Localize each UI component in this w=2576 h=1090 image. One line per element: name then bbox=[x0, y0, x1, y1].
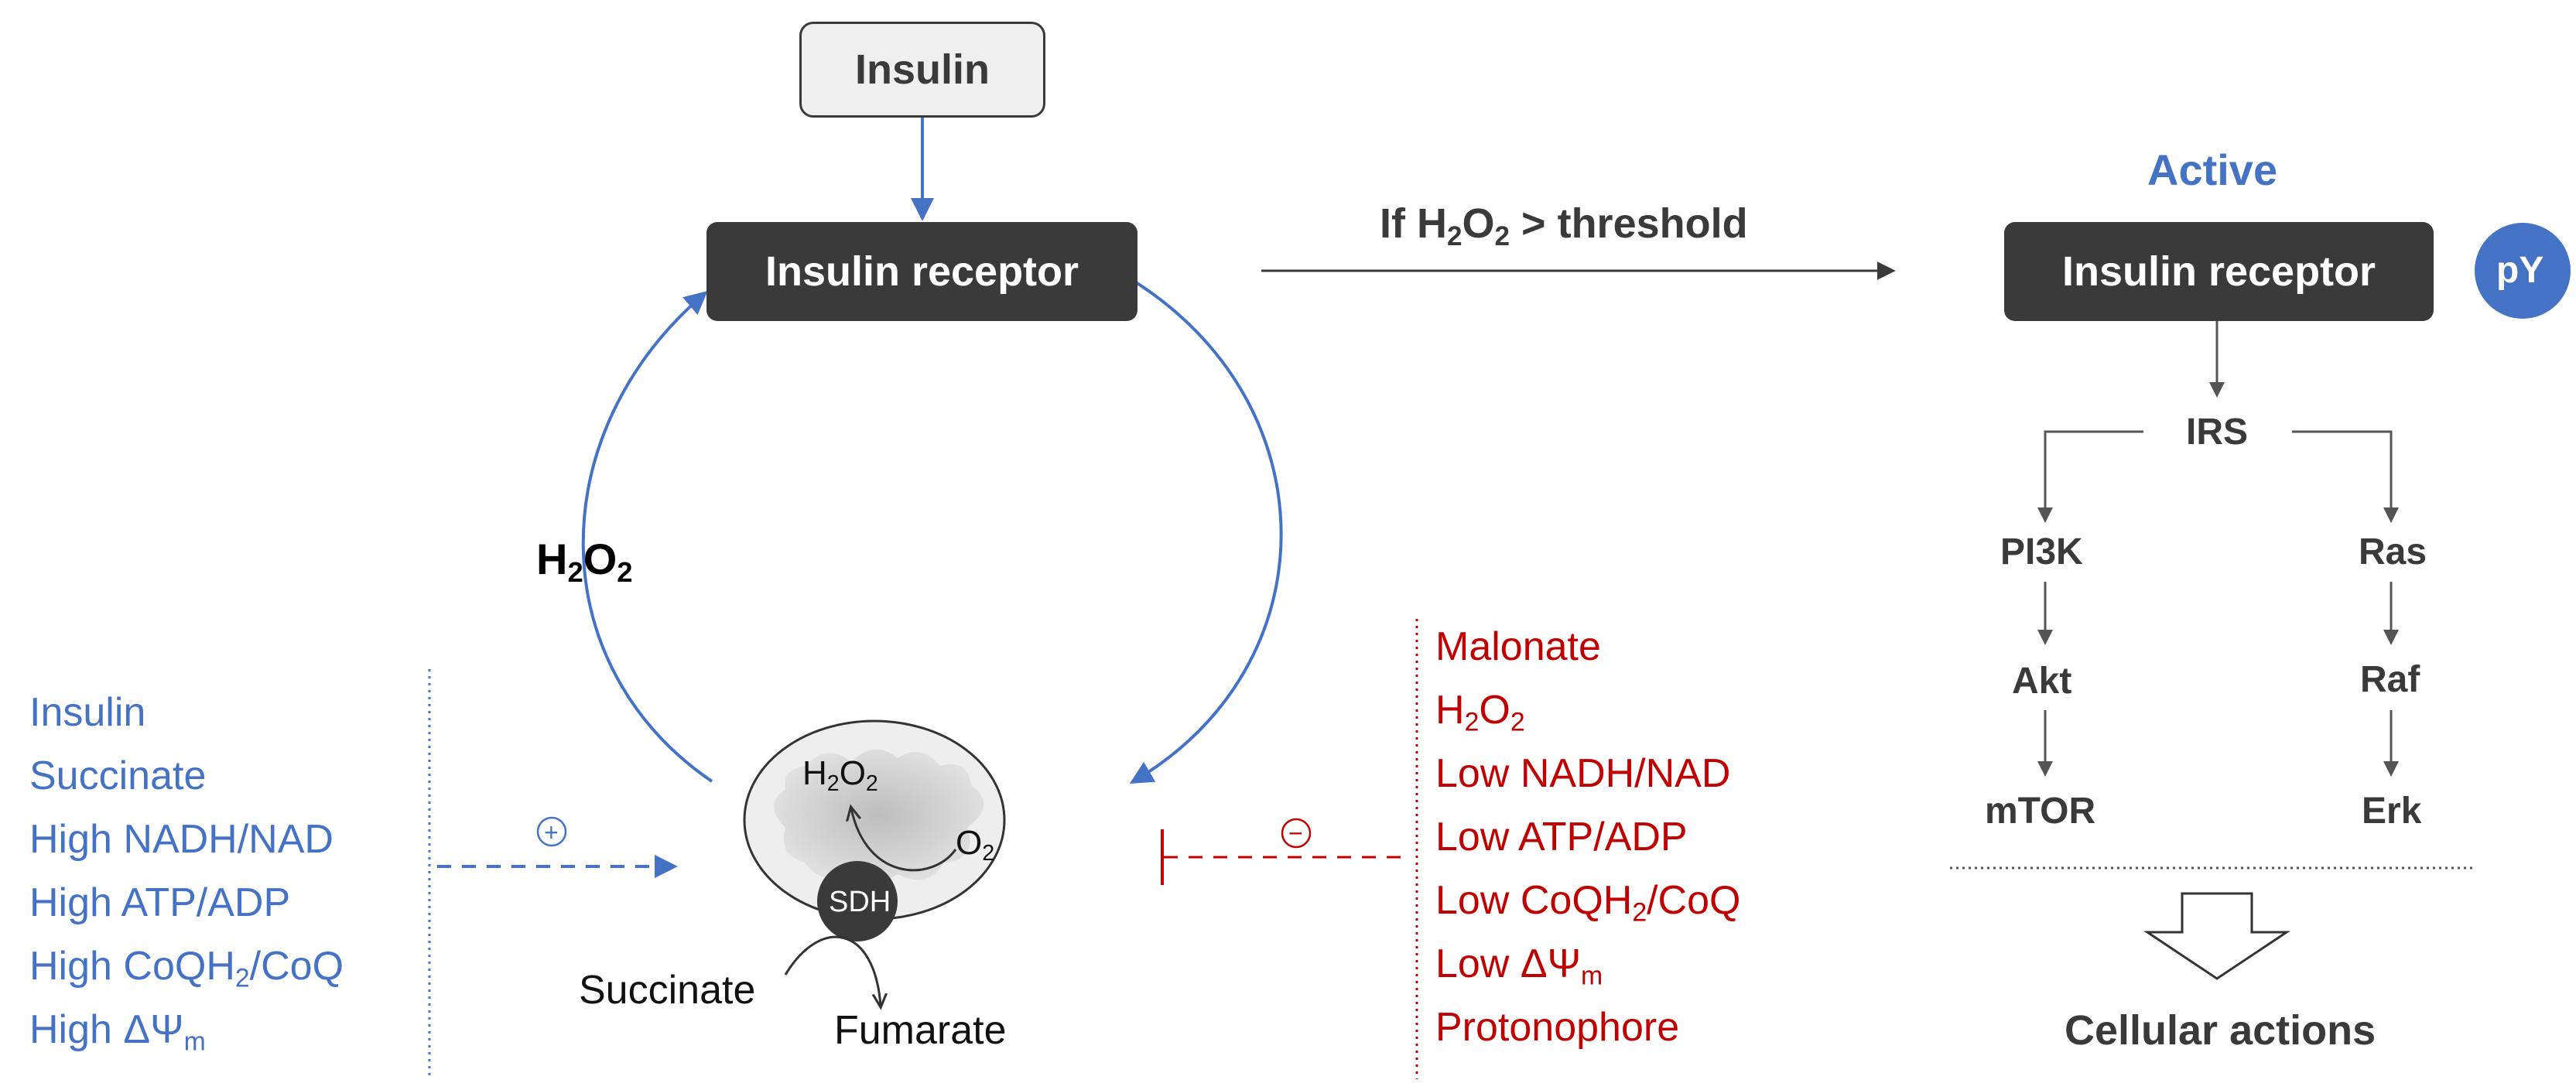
pi3k-label: PI3K bbox=[2000, 531, 2083, 572]
loop-arrow-left bbox=[581, 291, 713, 783]
activator-item: Succinate bbox=[29, 753, 207, 798]
plus-circle bbox=[536, 816, 567, 847]
loop-arrow-right bbox=[1128, 277, 1283, 784]
activator-item: High ΔΨm bbox=[29, 1007, 206, 1057]
irs-label: IRS bbox=[2186, 412, 2249, 453]
akt-label: Akt bbox=[2012, 661, 2072, 702]
plus-sign: + bbox=[544, 818, 559, 846]
insulin-box: Insulin bbox=[799, 22, 1045, 118]
irs-to-ras-arrow bbox=[2292, 430, 2399, 523]
activators-list: Insulin Succinate High NADH/NAD High ATP… bbox=[29, 681, 344, 1061]
inhibitors-list: Malonate H2O2 Low NADH/NAD Low ATP/ADP L… bbox=[1435, 615, 1740, 1059]
insulin-receptor-right-label: Insulin receptor bbox=[2061, 248, 2376, 295]
inhibitor-item: Protonophore bbox=[1435, 1005, 1680, 1050]
o2-to-h2o2-arrow bbox=[851, 808, 957, 872]
succinate-label: Succinate bbox=[579, 968, 756, 1013]
cellular-actions-label: Cellular actions bbox=[2065, 1007, 2376, 1054]
insulin-receptor-left-label: Insulin receptor bbox=[765, 248, 1079, 295]
insulin-box-label: Insulin bbox=[855, 46, 990, 93]
succinate-to-fumarate-arrow bbox=[784, 935, 881, 1006]
activator-item: Insulin bbox=[29, 690, 146, 735]
minus-sign: − bbox=[1288, 819, 1303, 847]
activator-item: High CoQH2/CoQ bbox=[29, 944, 344, 993]
ras-label: Ras bbox=[2359, 531, 2427, 572]
threshold-label: If H2O2 > threshold bbox=[1380, 200, 1748, 251]
fumarate-label: Fumarate bbox=[834, 1008, 1007, 1053]
mitochondrion-cristae bbox=[774, 749, 984, 882]
insulin-receptor-left: Insulin receptor bbox=[706, 222, 1137, 321]
inhibitor-item: Low CoQH2/CoQ bbox=[1435, 878, 1741, 928]
erk-label: Erk bbox=[2362, 791, 2422, 832]
py-badge-circle bbox=[2475, 223, 2571, 319]
insulin-receptor-right: Insulin receptor bbox=[2004, 222, 2434, 321]
inhibitor-item: Malonate bbox=[1435, 624, 1601, 669]
mtor-label: mTOR bbox=[1985, 791, 2096, 832]
sdh-label: SDH bbox=[829, 886, 891, 918]
minus-circle bbox=[1281, 818, 1312, 849]
activator-item: High NADH/NAD bbox=[29, 817, 334, 862]
inhibitor-item: H2O2 bbox=[1435, 688, 1525, 737]
inhibitor-item: Low NADH/NAD bbox=[1435, 751, 1731, 796]
h2o2-loop-label: H2O2 bbox=[536, 535, 633, 589]
cellular-actions-hollow-arrow bbox=[2143, 892, 2290, 980]
active-label: Active bbox=[2147, 145, 2278, 194]
raf-label: Raf bbox=[2360, 659, 2420, 700]
activator-item: High ATP/ADP bbox=[29, 880, 291, 925]
py-badge-label: pY bbox=[2496, 250, 2544, 291]
mito-o2-label: O2 bbox=[956, 824, 995, 866]
sdh-circle bbox=[817, 861, 898, 941]
irs-to-pi3k-arrow bbox=[2037, 430, 2143, 523]
mito-h2o2-label: H2O2 bbox=[802, 754, 878, 796]
inhibitor-item: Low ATP/ADP bbox=[1435, 815, 1688, 859]
inhibitor-item: Low ΔΨm bbox=[1435, 941, 1603, 991]
